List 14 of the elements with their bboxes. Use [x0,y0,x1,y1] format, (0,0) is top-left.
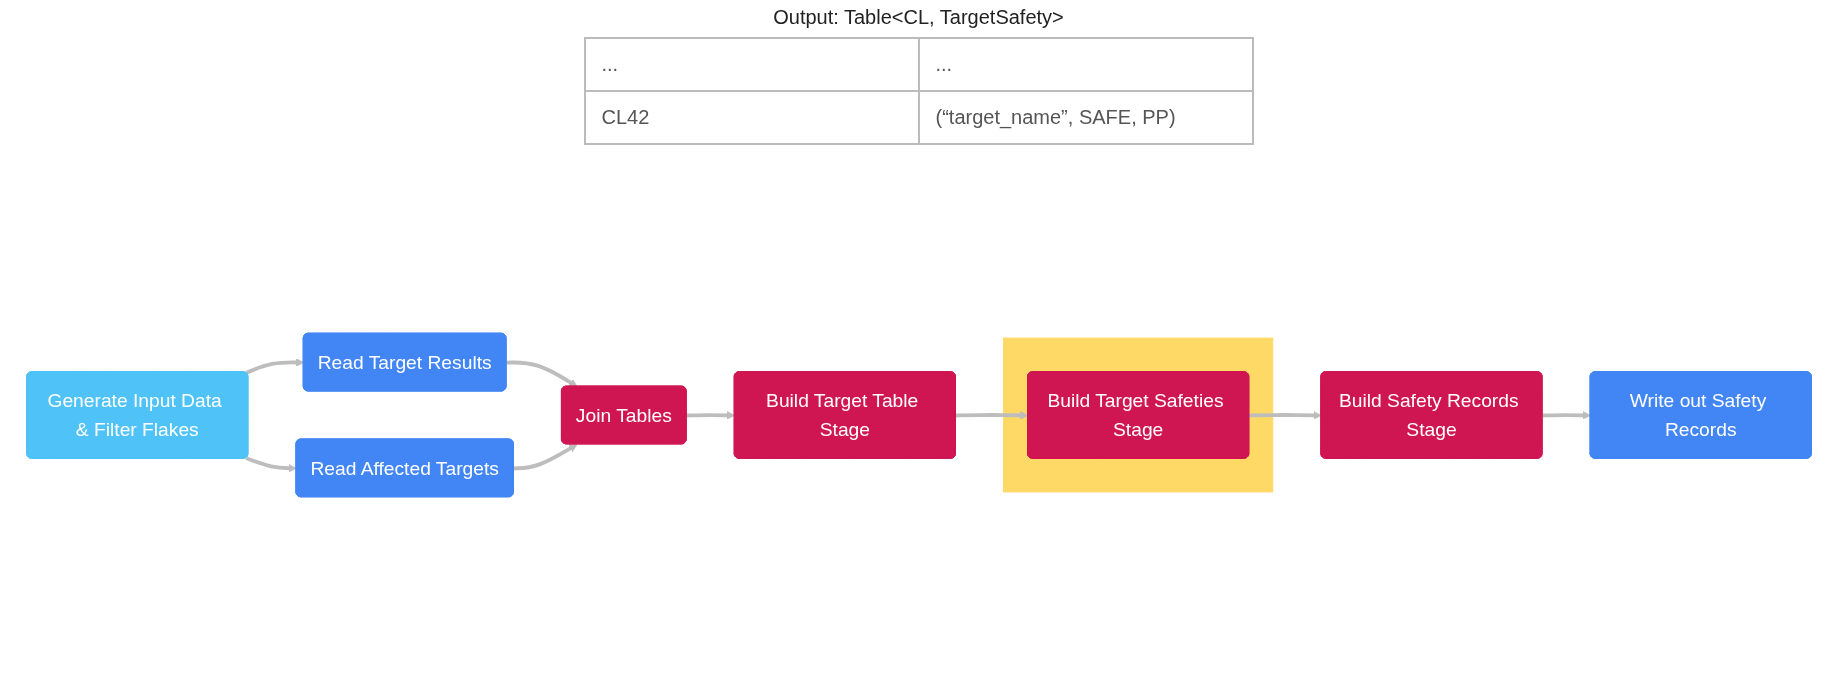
arrow [506,360,578,387]
arrow [244,456,297,473]
table-cell: (“target_name”, SAFE, PP) [918,91,1253,144]
table-cell: ... [918,38,1253,91]
arrow [686,411,735,420]
arrow [513,443,578,471]
table-cell: CL42 [584,91,919,144]
table-caption: Output: Table<CL, TargetSafety> [773,6,1064,29]
arrow [1542,411,1591,420]
arrow [244,358,304,375]
arrow [955,411,1028,420]
cluster [1002,337,1273,493]
arrow [1248,411,1322,420]
table-cell: ... [584,38,919,91]
